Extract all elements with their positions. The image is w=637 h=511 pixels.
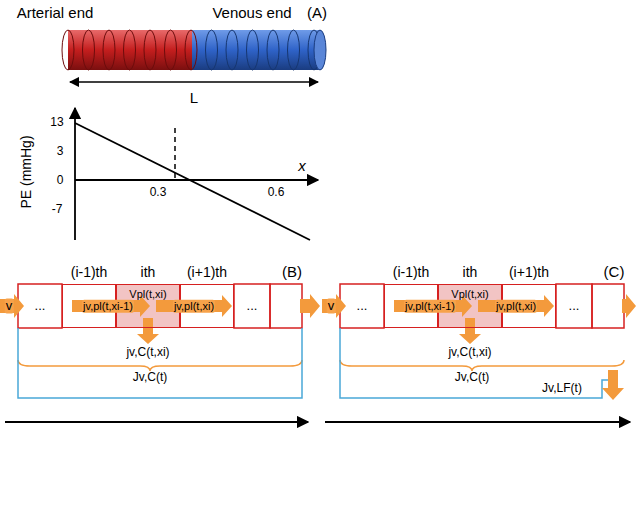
cell-index: ith — [141, 264, 156, 280]
axis-label: x — [298, 157, 306, 174]
cell — [340, 284, 384, 328]
flux-label: Jv,C(t) — [133, 371, 167, 385]
flow-arrow — [156, 295, 232, 317]
cell-index: (i+1)th — [509, 264, 549, 280]
cell — [556, 284, 592, 328]
sum-brace — [18, 360, 302, 371]
ring — [288, 30, 300, 70]
ring — [144, 30, 156, 70]
ring — [185, 30, 197, 70]
flux-label: v — [327, 299, 336, 314]
cell — [270, 284, 302, 328]
filtration-arrow — [459, 318, 481, 344]
tick-label: 0.3 — [150, 186, 167, 200]
flux-label: Jv,C(t) — [455, 371, 489, 385]
cell-index: (i-1)th — [71, 264, 108, 280]
sum-bracket — [18, 328, 302, 398]
flux-label: jv,pl(t,xi-1) — [404, 300, 456, 313]
volume-label: Vpl(t,xi) — [129, 288, 166, 300]
ring — [206, 30, 218, 70]
sum-bracket — [340, 328, 608, 398]
length-arrow — [70, 81, 318, 83]
flux-label: v — [5, 299, 14, 314]
ring — [124, 30, 136, 70]
end-label: Venous end — [212, 4, 291, 21]
flow-arrow — [478, 295, 554, 317]
ring — [226, 30, 238, 70]
cell-index: ith — [463, 264, 478, 280]
flux-label: jv,pl(t,xi) — [495, 300, 537, 313]
tick-label: 0 — [57, 174, 64, 188]
panel — [0, 284, 320, 422]
cell — [592, 284, 624, 328]
cell-index: (i-1)th — [393, 264, 430, 280]
flux-label: ... — [247, 299, 258, 314]
flux-label: (C) — [604, 263, 625, 280]
flux-label: jv,C(t,xi) — [126, 346, 169, 360]
ring — [267, 30, 279, 70]
flux-label: ... — [35, 299, 46, 314]
x-axis — [5, 421, 308, 423]
cylinder-end — [314, 30, 326, 70]
flux-label: jv,pl(t,xi-1) — [82, 300, 134, 313]
panel-letter: (A) — [307, 4, 327, 21]
cell — [18, 284, 62, 328]
cylinder-rings — [62, 30, 320, 70]
volume-label: Vpl(t,xi) — [451, 288, 488, 300]
ring — [247, 30, 259, 70]
flow-arrow — [0, 294, 24, 318]
sum-brace — [340, 360, 624, 371]
y-axis — [74, 108, 76, 240]
flux-label: (B) — [282, 263, 302, 280]
dashed-marker — [174, 128, 176, 178]
arterial-half — [68, 30, 192, 70]
flux-label: jv,C(t,xi) — [448, 346, 491, 360]
ring — [165, 30, 177, 70]
tick-label: 0.6 — [268, 186, 285, 200]
tick-label: -7 — [52, 203, 63, 217]
length-label: L — [190, 89, 198, 106]
end-label: Arterial end — [17, 4, 94, 21]
tick-label: 13 — [50, 116, 63, 130]
x-axis — [75, 179, 318, 181]
flux-label: Jv,LF(t) — [542, 382, 582, 396]
cell-index: (i+1)th — [187, 264, 227, 280]
cell — [234, 284, 270, 328]
flow-arrow — [300, 294, 320, 318]
flow-arrow — [322, 294, 346, 318]
panel — [322, 284, 636, 422]
flux-label: jv,pl(t,xi) — [173, 300, 215, 313]
x-axis — [325, 421, 630, 423]
filtration-arrow — [137, 318, 159, 344]
axis-title: PE (mmHg) — [18, 135, 34, 208]
venous-half — [192, 30, 320, 70]
tick-label: 3 — [57, 145, 64, 159]
capillary-cylinder — [62, 30, 326, 70]
ring — [62, 30, 74, 70]
ring — [83, 30, 95, 70]
pressure-line — [75, 123, 310, 240]
flux-label: ... — [357, 299, 368, 314]
flow-arrow — [622, 294, 636, 318]
compartment-panels — [0, 284, 636, 422]
ring — [103, 30, 115, 70]
flux-label: ... — [569, 299, 580, 314]
lymph-arrow — [602, 370, 624, 400]
